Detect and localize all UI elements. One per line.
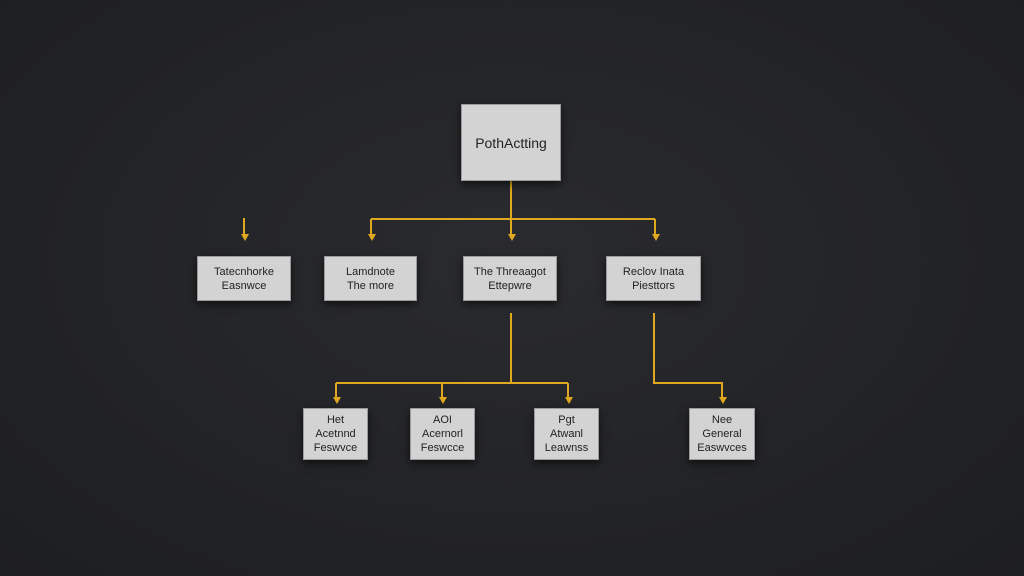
node-label: Acetnnd (315, 428, 356, 440)
node-level2-4[interactable]: Nee General Easwvces (689, 408, 755, 460)
node-label: The Threaagot (474, 265, 546, 278)
node-label: Easwvces (697, 442, 747, 454)
node-label: Atwanl (549, 428, 584, 440)
node-label: The more (346, 279, 395, 292)
node-label: Reclov Inata (622, 265, 685, 278)
root-label: PothActting (475, 134, 547, 151)
node-label: Pgt (558, 414, 575, 426)
node-level2-1[interactable]: Het Acetnnd Feswvce (303, 408, 368, 460)
node-label: Feswcce (420, 442, 465, 454)
node-label: Ettepwre (488, 279, 532, 292)
node-level1-3[interactable]: The Threaagot Ettepwre (463, 256, 557, 301)
node-label: Leawnss (544, 442, 589, 454)
node-label: Piesttors (632, 279, 675, 292)
node-label: Lamdnote (346, 265, 395, 278)
node-label: General (702, 428, 742, 440)
node-label: Easnwce (221, 279, 267, 292)
connector-root-trunk (371, 181, 655, 220)
node-label: Acernorl (422, 428, 463, 440)
node-label: AOI (433, 414, 452, 426)
node-label: Feswvce (313, 442, 358, 454)
connector-d-to-h (653, 313, 727, 404)
root-node[interactable]: PothActting (461, 104, 561, 181)
node-label: Nee (711, 414, 733, 426)
node-level2-2[interactable]: AOI Acernorl Feswcce (410, 408, 475, 460)
node-level1-2[interactable]: Lamdnote The more (324, 256, 417, 301)
node-level1-4[interactable]: Reclov Inata Piesttors (606, 256, 701, 301)
node-level1-1[interactable]: Tatecnhorke Easnwce (197, 256, 291, 301)
node-label: Het (326, 414, 345, 426)
node-label: Tatecnhorke (214, 265, 274, 278)
connector-c-trunk (336, 313, 568, 384)
node-level2-3[interactable]: Pgt Atwanl Leawnss (534, 408, 599, 460)
